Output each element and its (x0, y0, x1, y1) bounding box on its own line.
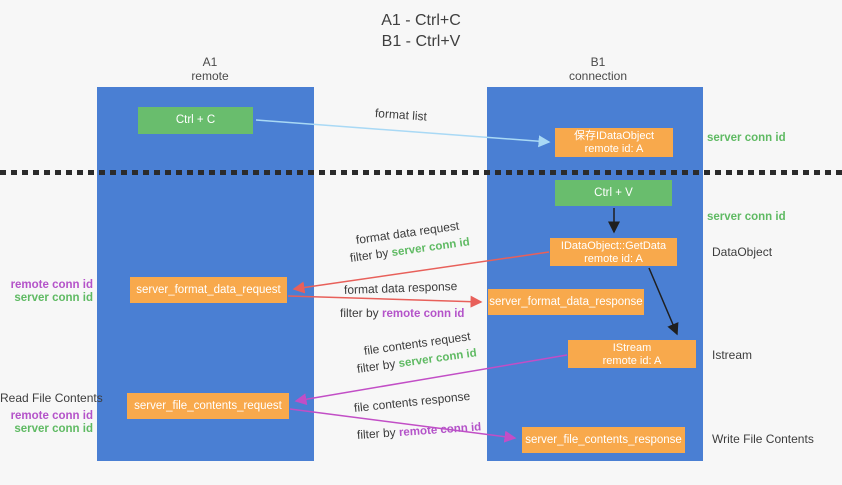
label-server-conn-id-2: server conn id (14, 423, 93, 435)
dotted-separator-line (0, 170, 842, 175)
node-istream-line2: remote id: A (602, 355, 662, 367)
node-server-format-data-request: server_format_data_request (130, 277, 287, 303)
node-server-file-contents-response: server_file_contents_response (522, 427, 685, 453)
arrow-label-format-list: format list (374, 106, 428, 124)
label-conn-id-pair-1: remote conn id server conn id (0, 279, 93, 305)
arrow-label-filter-by-remote-conn-id-2: filter by remote conn id (357, 419, 482, 442)
node-save-idataobject-line2: remote id: A (584, 143, 644, 155)
column-b1-name: B1 (590, 55, 606, 69)
node-server-file-contents-request: server_file_contents_request (127, 393, 289, 419)
label-read-file-contents: Read File Contents (0, 391, 103, 405)
remote-conn-id-text: remote conn id (398, 421, 482, 440)
column-header-b1: B1 connection (518, 55, 678, 83)
node-save-idataobject-line1: 保存IDataObject (573, 130, 655, 142)
arrow-label-filter-by-remote-conn-id-1: filter by remote conn id (340, 306, 464, 320)
arrow-label-format-data-response: format data response (343, 279, 458, 297)
arrow-label-file-contents-response: file contents response (353, 388, 471, 415)
label-server-conn-id-1: server conn id (14, 292, 93, 304)
column-b1-subtitle: connection (568, 69, 628, 83)
node-istream-line1: IStream (612, 342, 652, 354)
node-save-idataobject: 保存IDataObject remote id: A (555, 128, 673, 157)
label-remote-conn-id-1: remote conn id (10, 279, 93, 291)
filter-by-text: filter by (340, 306, 379, 320)
node-idataobject-getdata: IDataObject::GetData remote id: A (550, 238, 677, 266)
remote-conn-id-text: remote conn id (382, 308, 465, 320)
arrow-format-data-response (287, 295, 483, 308)
title-line-2: B1 - Ctrl+V (381, 33, 461, 50)
node-getdata-line1: IDataObject::GetData (560, 240, 667, 252)
filter-by-text: filter by (356, 425, 397, 442)
title-line-1: A1 - Ctrl+C (381, 12, 461, 29)
filter-by-text: filter by (356, 356, 397, 376)
label-write-file-contents: Write File Contents (712, 432, 814, 446)
label-dataobject: DataObject (712, 245, 773, 259)
column-header-a1: A1 remote (130, 55, 290, 83)
label-server-conn-id-top: server conn id (707, 132, 786, 144)
column-a1-name: A1 (202, 55, 218, 69)
filter-by-text: filter by (349, 245, 390, 265)
node-ctrl-c: Ctrl + C (138, 107, 253, 134)
label-istream: Istream (712, 348, 753, 362)
node-ctrl-v: Ctrl + V (555, 180, 672, 206)
column-a1-subtitle: remote (191, 69, 229, 83)
node-server-format-data-response: server_format_data_response (488, 289, 644, 315)
node-istream: IStream remote id: A (568, 340, 696, 368)
diagram-title: A1 - Ctrl+C B1 - Ctrl+V (0, 10, 842, 52)
label-remote-conn-id-2: remote conn id (10, 410, 93, 422)
node-getdata-line2: remote id: A (584, 253, 643, 265)
label-conn-id-pair-2: remote conn id server conn id (0, 410, 93, 436)
label-server-conn-id-mid: server conn id (707, 211, 786, 223)
